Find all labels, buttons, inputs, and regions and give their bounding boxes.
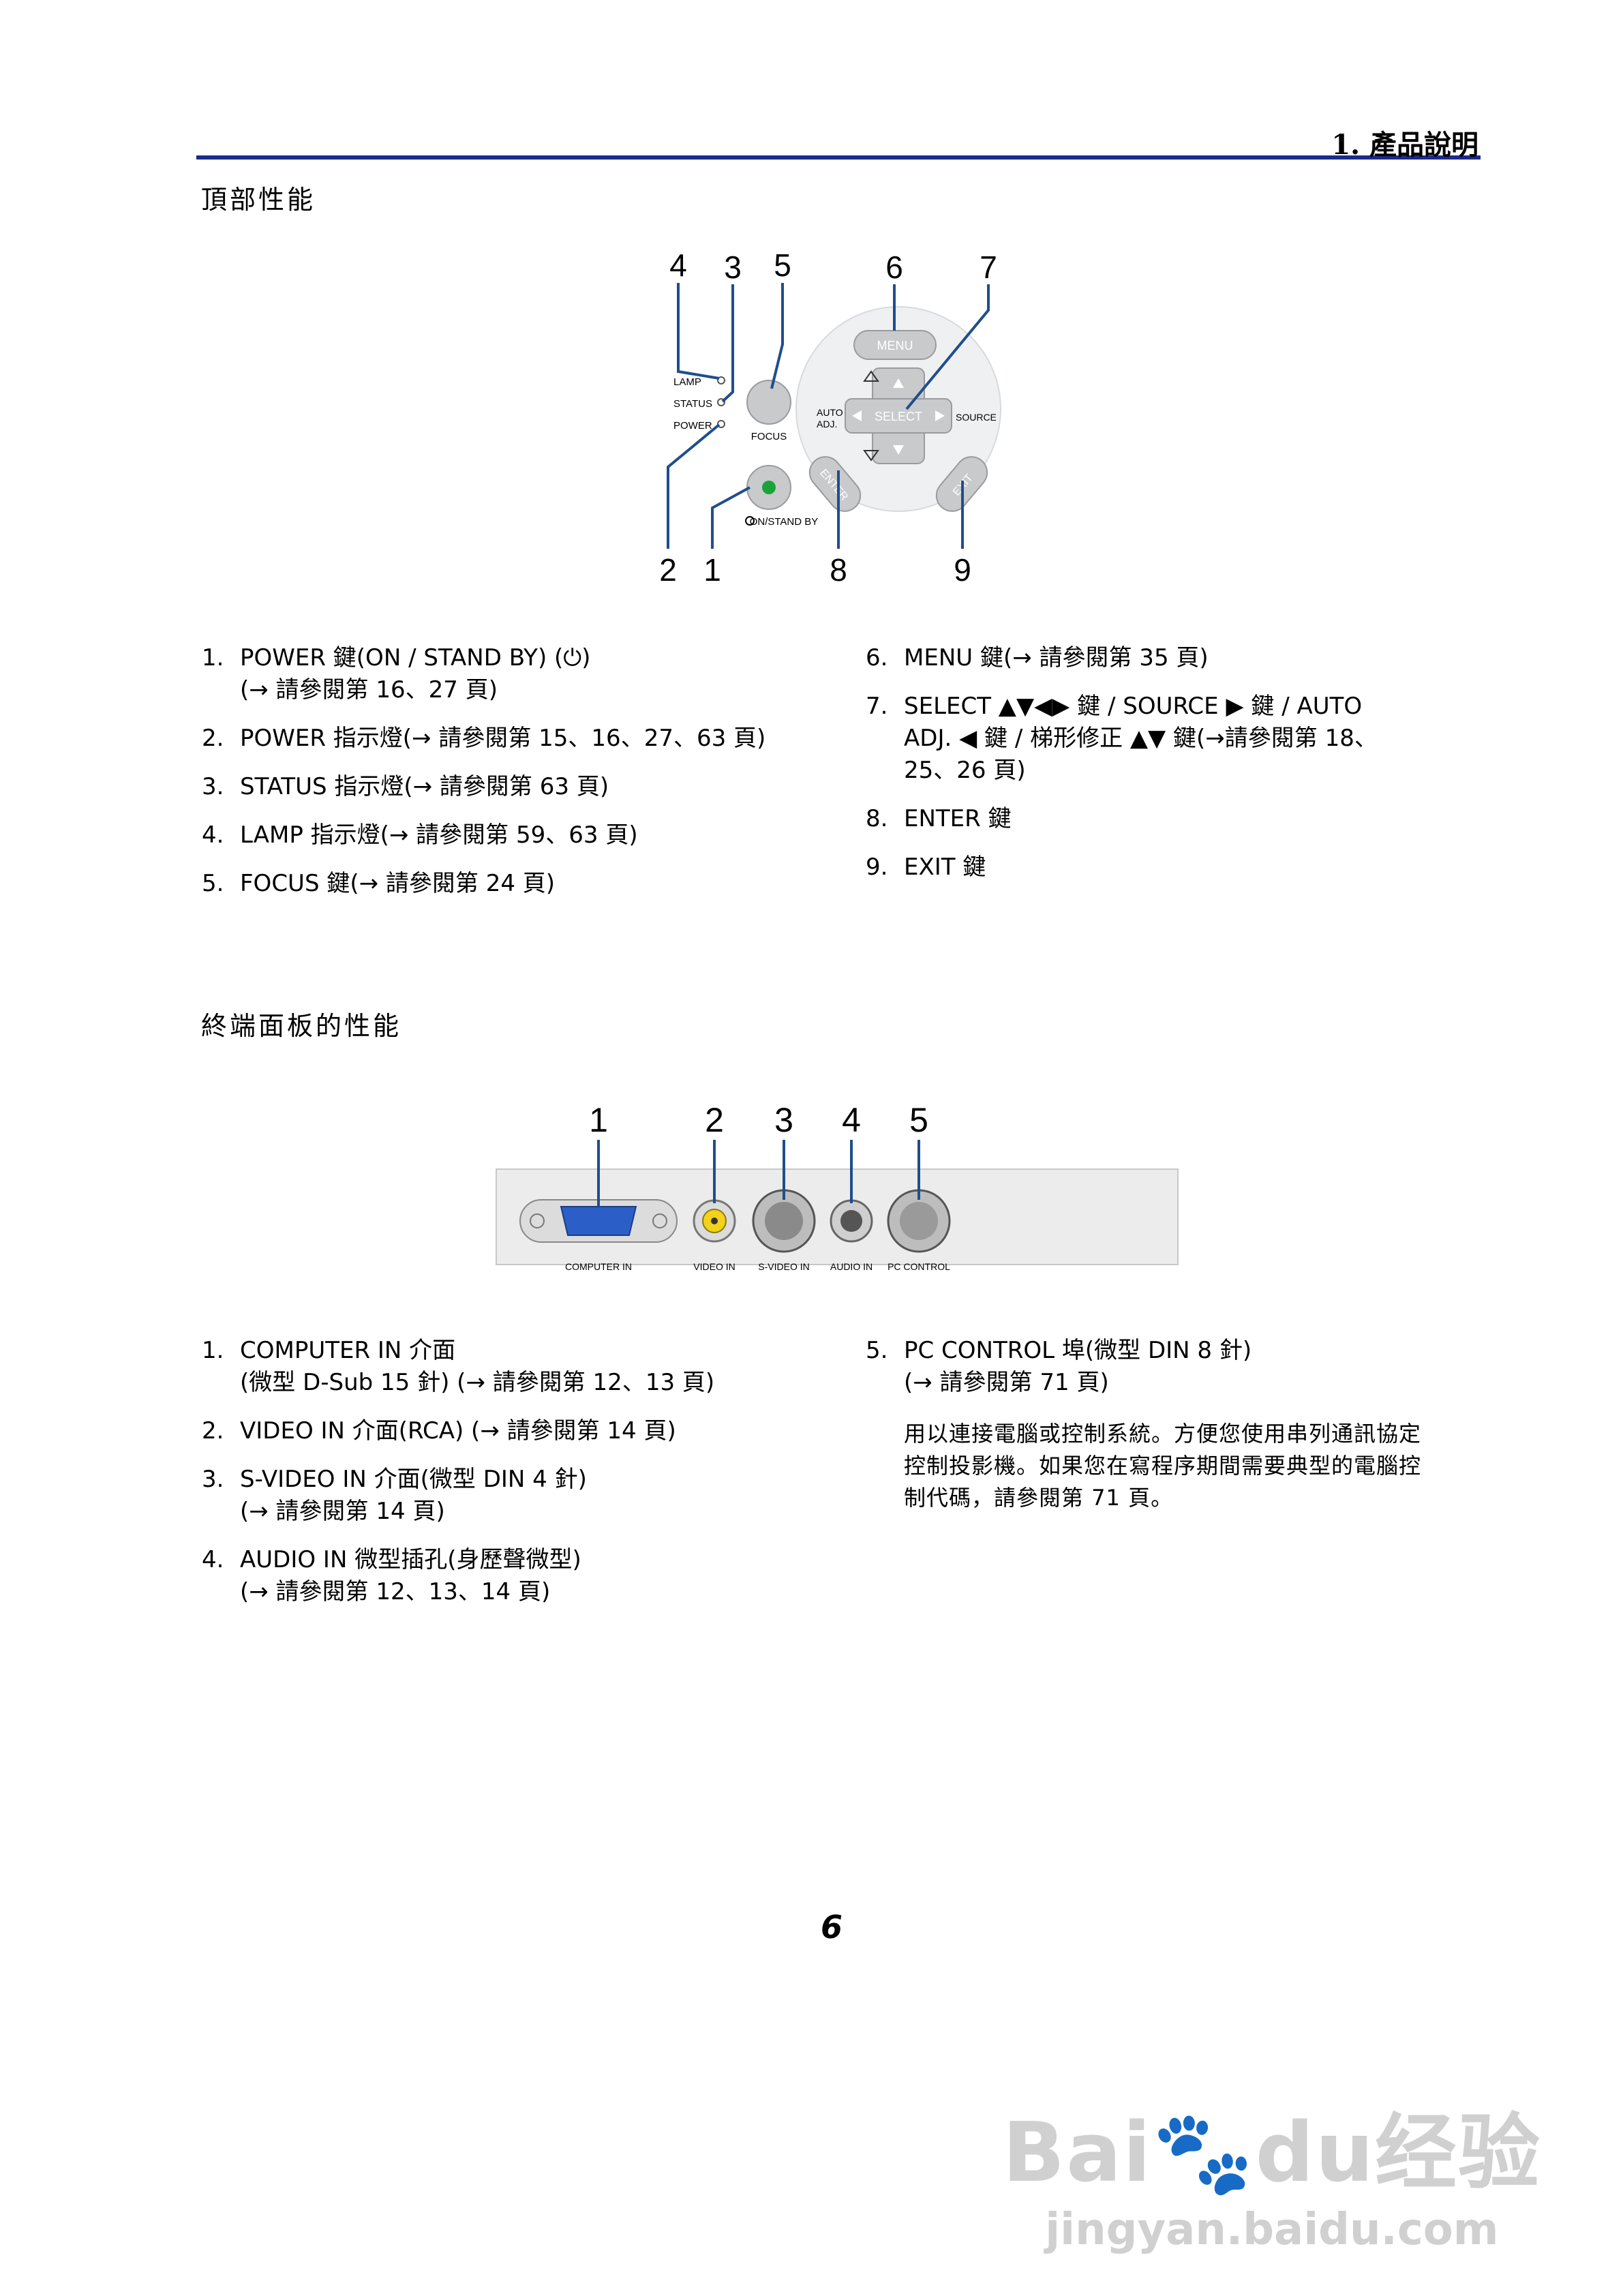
lamp-label: LAMP [673, 376, 701, 388]
list-item: 4.AUDIO IN 微型插孔(身歷聲微型)(→ 請參閱第 12、13、14 頁… [202, 1546, 581, 1605]
adj-label: ADJ. [817, 419, 837, 429]
power-symbol-icon [745, 516, 755, 526]
callout-5: 5 [774, 247, 791, 283]
callout-2: 2 [659, 552, 677, 588]
arrow-right-icon [935, 410, 945, 421]
power-green-led-icon [762, 481, 776, 494]
callout-3: 3 [724, 250, 742, 285]
list-item: 1.COMPUTER IN 介面(微型 D-Sub 15 針) (→ 請參閱第 … [202, 1337, 715, 1396]
list-item: 3.STATUS 指示燈(→ 請參閱第 63 頁) [202, 773, 609, 800]
onstandby-label: ON/STAND BY [750, 516, 819, 528]
chapter-title: 1. 產品說明 [1331, 129, 1478, 161]
top-list-right: 6.MENU 鍵(→ 請參閱第 35 頁) 7.SELECT ▲▼◀▶ 鍵 / … [866, 642, 1479, 900]
vga-screw-right-icon [652, 1213, 667, 1228]
terminal-panel-heading: 終端面板的性能 [201, 1011, 402, 1041]
terminal-callout-lines [597, 1140, 920, 1207]
port-label-pccontrol: PC CONTROL [888, 1261, 950, 1272]
port-label-video: VIDEO IN [693, 1261, 735, 1272]
arrow-left-icon [852, 410, 862, 421]
list-item: 4.LAMP 指示燈(→ 請參閱第 59、63 頁) [202, 821, 638, 849]
top-list-left: 1.POWER 鍵(ON / STAND BY) (⏻)(→ 請參閱第 16、2… [202, 642, 815, 916]
list-item: 1.POWER 鍵(ON / STAND BY) (⏻)(→ 請參閱第 16、2… [202, 644, 591, 704]
list-item: 2.POWER 指示燈(→ 請參閱第 15、16、27、63 頁) [202, 725, 766, 752]
callout-4: 4 [669, 247, 687, 283]
select-horizontal-icon [845, 398, 952, 434]
top-panel-diagram: 4 3 5 6 7 2 1 8 9 LAMP STATUS POWER FOCU… [648, 235, 1029, 590]
paw-icon: 🐾 [1152, 2106, 1256, 2201]
focus-button-icon [746, 380, 791, 425]
callout-5: 5 [909, 1101, 928, 1139]
page-number: 6 [820, 1909, 843, 1946]
list-item: 5.PC CONTROL 埠(微型 DIN 8 針)(→ 請參閱第 71 頁) [866, 1337, 1252, 1396]
list-item: 6.MENU 鍵(→ 請參閱第 35 頁) [866, 644, 1209, 671]
status-label: STATUS [673, 398, 712, 410]
callout-1: 1 [703, 552, 721, 588]
auto-label: AUTO [817, 407, 843, 418]
callout-lines [667, 283, 990, 549]
enter-button-icon [808, 456, 862, 512]
callout-4: 4 [842, 1101, 861, 1139]
list-item: 5.FOCUS 鍵(→ 請參閱第 24 頁) [202, 870, 556, 897]
terminal-panel-diagram: 1 2 3 4 5 COMPUTER IN VIDEO IN S-VIDEO I… [496, 1101, 1179, 1272]
power-led-icon [717, 420, 725, 428]
keystone-down-icon [863, 450, 879, 462]
list-item: 2.VIDEO IN 介面(RCA) (→ 請參閱第 14 頁) [202, 1417, 676, 1445]
port-label-computer: COMPUTER IN [565, 1261, 632, 1272]
terminal-list-left: 1.COMPUTER IN 介面(微型 D-Sub 15 針) (→ 請參閱第 … [202, 1335, 815, 1625]
callout-2: 2 [705, 1101, 724, 1139]
source-label: SOURCE [956, 412, 997, 423]
port-label-svideo: S-VIDEO IN [758, 1261, 809, 1272]
top-features-heading: 頂部性能 [201, 185, 316, 215]
lamp-led-icon [717, 376, 725, 384]
arrow-down-icon [893, 445, 904, 455]
callout-9: 9 [954, 552, 971, 588]
select-label: SELECT [875, 410, 922, 423]
power-label: POWER [673, 420, 712, 432]
vga-screw-left-icon [530, 1213, 545, 1228]
list-item: 8.ENTER 鍵 [866, 805, 1012, 832]
watermark-url: jingyan.baidu.com [1045, 2205, 1499, 2255]
menu-label: MENU [877, 339, 913, 352]
arrow-up-icon [893, 378, 904, 388]
pc-control-description: 用以連接電腦或控制系統。方便您使用串列通訊協定 控制投影機。如果您在寫程序期間需… [904, 1421, 1422, 1511]
header-rule [196, 155, 1481, 160]
callout-1: 1 [589, 1101, 608, 1139]
status-led-icon [717, 398, 725, 406]
list-item: 9.EXIT 鍵 [866, 854, 986, 881]
callout-6: 6 [885, 250, 903, 285]
keystone-up-icon [863, 370, 879, 382]
watermark-logo: Bai🐾du经验 [1002, 2106, 1541, 2201]
callout-3: 3 [774, 1101, 793, 1139]
watermark: Bai🐾du经验 jingyan.baidu.com [1003, 2086, 1541, 2255]
vga-port-icon [560, 1206, 637, 1236]
list-item: 3.S-VIDEO IN 介面(微型 DIN 4 針)(→ 請參閱第 14 頁) [202, 1466, 587, 1525]
callout-8: 8 [830, 552, 847, 588]
callout-7: 7 [980, 250, 997, 285]
terminal-list-right: 5.PC CONTROL 埠(微型 DIN 8 針)(→ 請參閱第 71 頁) [866, 1335, 1479, 1415]
port-label-audio: AUDIO IN [830, 1261, 873, 1272]
focus-label: FOCUS [751, 431, 787, 442]
